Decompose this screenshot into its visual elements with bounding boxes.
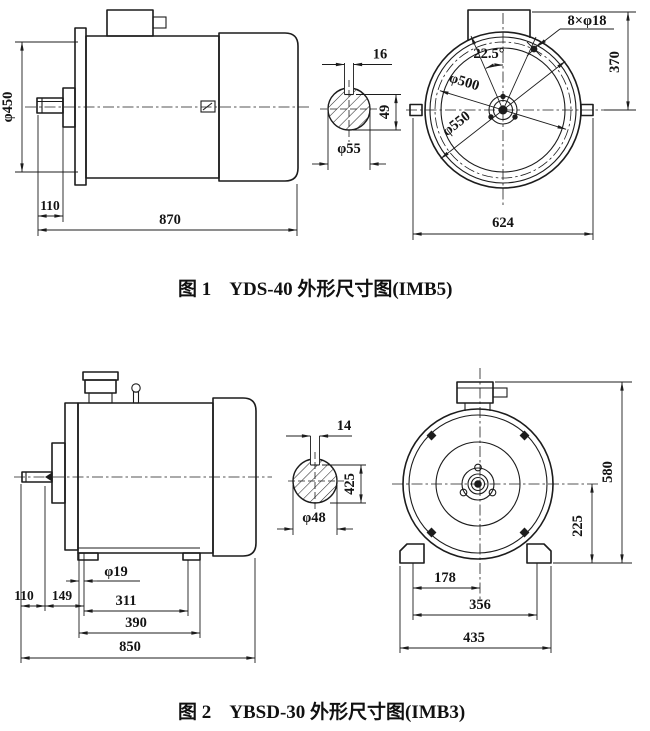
fig1-front-view: 22.5° 8×φ18 φ500 φ550 370 — [406, 9, 636, 240]
dim-label-870: 870 — [159, 212, 181, 228]
fig2-dim-225: 225 — [570, 483, 594, 564]
fig2-dim-178: 178 — [412, 563, 481, 620]
fig1-side-view: φ450 110 870 — [0, 9, 312, 236]
fig1-dim-16: 16 — [322, 47, 392, 67]
fig1-dim-370: 370 — [532, 11, 636, 111]
fig2-shaft-section: 14 425 φ48 — [277, 418, 366, 535]
fig1-angle-arc — [485, 63, 504, 69]
fig2-spigot-disc — [51, 442, 66, 504]
dim-label-phi500: φ500 — [447, 70, 481, 94]
fig2-dim-425: 425 — [322, 464, 366, 504]
dim-label-49: 49 — [377, 105, 393, 120]
fig2-motor-body — [77, 402, 214, 554]
fig2-dim-435: 435 — [399, 566, 552, 653]
fig2-dim-356: 356 — [412, 563, 538, 620]
fig2-flange-plate — [64, 402, 79, 551]
fig2-caption: 图 2 YBSD-30 外形尺寸图(IMB3) — [178, 700, 465, 723]
dim-label-16: 16 — [373, 47, 388, 63]
dim-label-f2-110: 110 — [14, 588, 34, 603]
fig1-dim-phi55: φ55 — [312, 112, 386, 170]
dim-label-22-5deg: 22.5° — [473, 46, 504, 62]
fig1-dim-110: 110 — [37, 115, 64, 236]
fig1-caption-number: 图 1 — [178, 278, 211, 300]
fig1-dim-624: 624 — [412, 118, 594, 240]
dim-label-f2-311: 311 — [116, 593, 137, 609]
fig1-dim-49: 49 — [353, 94, 401, 131]
dim-label-f2-149: 149 — [52, 588, 73, 603]
fig1-connector — [152, 16, 167, 29]
fig1-dim-phi450: φ450 — [0, 41, 78, 173]
dim-label-phi550: φ550 — [439, 108, 473, 140]
fig2-rear-foot — [182, 552, 201, 561]
fig2-cover-bolts — [426, 430, 530, 538]
fig2-front-connector — [492, 387, 508, 398]
fig1-left-lug — [409, 103, 423, 117]
fig2-front-foot — [77, 552, 99, 561]
dim-label-110: 110 — [40, 198, 60, 213]
dim-label-425: 425 — [342, 473, 358, 495]
fig1-dim-870: 870 — [37, 184, 298, 236]
dim-label-435: 435 — [463, 630, 485, 646]
fig1-front-terminal-box — [467, 9, 531, 41]
fig1-dim-bolt-holes: 8×φ18 — [537, 13, 614, 47]
fig2-dim-phi19: φ19 — [66, 564, 140, 583]
fig2-dim-580: 580 — [495, 381, 632, 564]
fig2-terminal-box — [84, 379, 117, 394]
fig1-caption-title: YDS-40 外形尺寸图(IMB5) — [229, 277, 452, 300]
dim-label-624: 624 — [492, 215, 514, 231]
fig1-flange-plate — [74, 27, 87, 186]
dim-label-phi48: φ48 — [302, 510, 326, 526]
fig1-shaft — [36, 97, 64, 114]
fig1-grease-fitting — [200, 100, 216, 113]
dim-label-356: 356 — [469, 597, 491, 613]
dim-label-178: 178 — [434, 570, 456, 586]
fig1-terminal-box — [106, 9, 154, 37]
fig1-right-lug — [580, 103, 594, 117]
dim-label-f2-850: 850 — [119, 639, 141, 655]
fig2-right-foot — [526, 543, 552, 564]
dim-label-f2-390: 390 — [125, 615, 147, 631]
fig2-caption-title: YBSD-30 外形尺寸图(IMB3) — [229, 700, 465, 723]
fig2-dim-14: 14 — [286, 418, 352, 438]
fig2-eyebolt — [131, 383, 141, 393]
dim-label-14: 14 — [337, 418, 352, 434]
fig2-shaft-hub-front — [459, 463, 497, 501]
fig1-caption: 图 1 YDS-40 外形尺寸图(IMB5) — [178, 277, 453, 300]
fig2-left-foot — [399, 543, 425, 564]
fig2-caption-number: 图 2 — [178, 701, 211, 723]
fig2-terminal-box-cap — [82, 371, 119, 381]
fig2-rear-housing — [212, 397, 257, 557]
fig1-rear-housing — [218, 32, 299, 182]
fig2-dim-phi48: φ48 — [277, 485, 353, 535]
dim-label-8xphi18: 8×φ18 — [567, 13, 606, 29]
fig2-side-view: φ19 110 149 311 390 850 — [14, 371, 272, 663]
fig2-front-terminal-box — [456, 381, 494, 404]
fig2-front-view: 580 225 178 356 435 — [392, 368, 632, 653]
dim-label-580: 580 — [600, 461, 616, 483]
fig2-bottom-dims: 110 149 311 390 850 — [14, 484, 256, 663]
dim-label-phi19: φ19 — [104, 564, 128, 580]
dim-label-phi450: φ450 — [0, 92, 16, 123]
dim-label-225: 225 — [570, 515, 586, 537]
fig1-shaft-section: 16 49 φ55 — [312, 47, 401, 170]
dim-label-phi55: φ55 — [337, 141, 361, 157]
dim-label-370: 370 — [607, 51, 623, 73]
fig1-shaft-hub — [62, 87, 76, 128]
